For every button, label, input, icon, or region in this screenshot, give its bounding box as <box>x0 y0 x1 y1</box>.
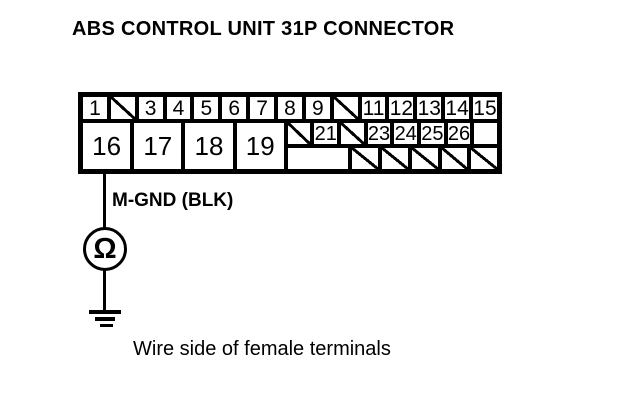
ground-bar-narrow <box>100 324 113 327</box>
pin-cell-5: 5 <box>192 95 221 121</box>
blocked-pin-cell <box>469 146 499 171</box>
abs-connector-pinout: 1 3 4 5 6 7 8 9 11 12 13 14 15 16 17 18 … <box>78 92 502 174</box>
connector-top-row: 1 3 4 5 6 7 8 9 11 12 13 14 15 <box>81 95 499 121</box>
connector-large-pin-row: 16 17 18 19 <box>81 121 286 171</box>
blocked-pin-cell <box>409 146 440 171</box>
wire-segment-lower <box>103 269 106 311</box>
connector-small-row-lower <box>285 146 499 171</box>
pin-cell-6: 6 <box>220 95 249 121</box>
pin-cell-9: 9 <box>303 95 332 121</box>
pin-cell-26: 26 <box>445 121 473 146</box>
connector-small-row-upper: 21 23 24 25 26 <box>285 121 499 146</box>
pin-cell-18: 18 <box>183 121 235 171</box>
pin-cell-7: 7 <box>248 95 277 121</box>
pin-cell-14: 14 <box>443 95 472 121</box>
pin-cell-3: 3 <box>136 95 165 121</box>
diagram-title: ABS CONTROL UNIT 31P CONNECTOR <box>72 18 455 40</box>
blocked-pin-cell <box>331 95 360 121</box>
blocked-pin-cell <box>108 95 137 121</box>
pin-cell-8: 8 <box>276 95 304 121</box>
pin-cell-1: 1 <box>81 95 109 121</box>
pin-cell-21: 21 <box>312 121 340 146</box>
pin-cell-13: 13 <box>415 95 444 121</box>
blocked-pin-cell <box>439 146 470 171</box>
ground-bar-medium <box>95 317 115 321</box>
empty-pin-cell <box>472 121 499 146</box>
ohm-symbol: Ω <box>93 232 117 265</box>
pin-cell-24: 24 <box>392 121 420 146</box>
wire-label: M-GND (BLK) <box>112 190 234 211</box>
pin-cell-11: 11 <box>359 95 388 121</box>
pin-cell-19: 19 <box>234 121 286 171</box>
caption-text: Wire side of female terminals <box>133 338 391 360</box>
ground-bar-wide <box>89 310 121 314</box>
pin-cell-17: 17 <box>132 121 184 171</box>
blocked-pin-cell <box>339 121 366 146</box>
blocked-pin-cell <box>285 121 313 146</box>
pin-cell-12: 12 <box>387 95 416 121</box>
connector-small-pin-block: 21 23 24 25 26 <box>285 121 499 171</box>
pin-cell-25: 25 <box>419 121 446 146</box>
pin-cell-23: 23 <box>365 121 393 146</box>
pin-cell-15: 15 <box>471 95 499 121</box>
empty-pin-cell <box>285 146 351 171</box>
pin-cell-16: 16 <box>81 121 133 171</box>
connector-bottom-section: 16 17 18 19 21 23 24 25 26 <box>81 121 499 171</box>
blocked-pin-cell <box>350 146 381 171</box>
wire-segment-upper <box>103 171 106 229</box>
pin-cell-4: 4 <box>164 95 193 121</box>
ohmmeter-icon: Ω <box>83 227 127 271</box>
blocked-pin-cell <box>380 146 410 171</box>
